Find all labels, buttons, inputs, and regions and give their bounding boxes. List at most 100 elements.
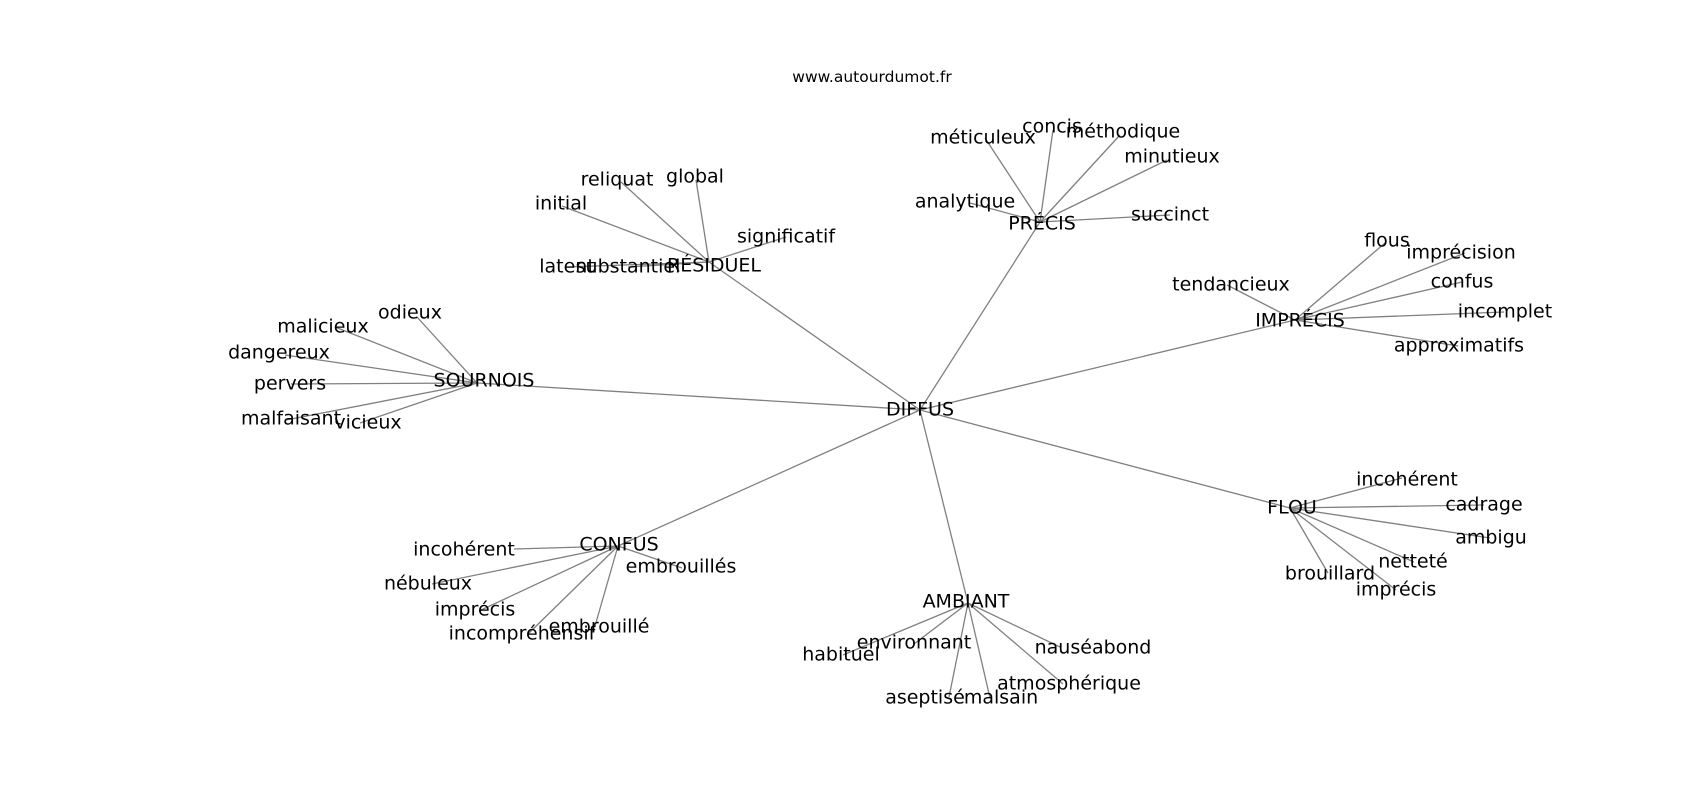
related-word-node[interactable]: reliquat (581, 169, 654, 191)
edge-center-to-2 (919, 319, 1296, 411)
edge-cluster-1-leaf-5 (627, 261, 710, 268)
edge-center-to-1 (708, 261, 921, 411)
edge-cluster-5-leaf-2 (431, 545, 619, 585)
edge-cluster-4-leaf-5 (1289, 507, 1397, 591)
edge-cluster-4-leaf-4 (1289, 507, 1329, 574)
edge-cluster-4-leaf-3 (1289, 507, 1415, 563)
edge-cluster-2-leaf-5 (1294, 319, 1459, 347)
edge-cluster-6-leaf-2 (967, 602, 1061, 648)
related-word-node[interactable]: confus (1431, 271, 1494, 293)
related-word-node[interactable]: significatif (737, 226, 836, 248)
edge-cluster-5-leaf-0 (513, 545, 619, 550)
edge-cluster-2-leaf-4 (1226, 284, 1296, 321)
related-word-node[interactable]: habituel (802, 644, 879, 666)
edge-cluster-0-leaf-4 (969, 202, 1041, 223)
related-word-node[interactable]: global (666, 166, 724, 188)
edge-cluster-2-leaf-2 (1294, 281, 1463, 321)
edge-center-to-4 (919, 409, 1291, 509)
related-word-node[interactable]: incohérent (413, 539, 515, 561)
related-word-node[interactable]: méticuleux (930, 127, 1036, 149)
edge-cluster-1-leaf-3 (708, 236, 787, 263)
edge-cluster-6-leaf-3 (967, 602, 1064, 685)
edge-cluster-0-leaf-5 (1039, 214, 1171, 223)
edge-center-to-3 (476, 382, 921, 411)
edge-cluster-3-leaf-0 (416, 316, 478, 384)
cluster-word-node[interactable]: AMBIANT (923, 591, 1010, 613)
related-word-node[interactable]: dangereux (228, 342, 330, 364)
related-word-node[interactable]: pervers (254, 373, 326, 395)
edge-cluster-4-leaf-2 (1289, 507, 1491, 539)
related-word-node[interactable]: atmosphérique (997, 673, 1141, 695)
related-word-node[interactable]: concis (1022, 116, 1082, 138)
related-word-node[interactable]: analytique (915, 191, 1015, 213)
related-word-node[interactable]: environnant (857, 632, 972, 654)
edge-cluster-6-leaf-0 (913, 602, 969, 645)
related-word-node[interactable]: embrouillé (549, 616, 650, 638)
edges-layer (284, 129, 1505, 699)
edge-cluster-5-leaf-5 (527, 545, 619, 635)
edge-cluster-2-leaf-1 (1294, 252, 1466, 321)
edge-cluster-0-leaf-1 (1039, 129, 1054, 223)
related-word-node[interactable]: minutieux (1124, 146, 1220, 168)
edge-cluster-2-leaf-0 (1294, 242, 1386, 321)
related-word-node[interactable]: aseptisé (885, 687, 965, 709)
edge-cluster-6-leaf-4 (948, 602, 969, 698)
edge-cluster-1-leaf-0 (620, 181, 710, 263)
cluster-word-node[interactable]: SOURNOIS (434, 370, 535, 392)
edge-cluster-4-leaf-1 (1289, 504, 1485, 509)
related-word-node[interactable]: incompréhensif (449, 623, 597, 645)
related-word-node[interactable]: latent (539, 256, 595, 278)
related-word-node[interactable]: nauséabond (1035, 637, 1152, 659)
cluster-word-node[interactable]: PRÉCIS (1008, 212, 1076, 235)
edge-cluster-5-leaf-3 (478, 545, 619, 612)
edge-cluster-3-leaf-5 (359, 382, 478, 424)
center-word-node[interactable]: DIFFUS (886, 399, 954, 421)
related-word-node[interactable]: malicieux (277, 316, 368, 338)
related-word-node[interactable]: substantiel (576, 256, 681, 278)
edge-cluster-6-leaf-1 (842, 602, 969, 656)
related-word-node[interactable]: méthodique (1066, 121, 1180, 143)
related-word-node[interactable]: flous (1364, 230, 1410, 252)
related-word-node[interactable]: tendancieux (1172, 274, 1290, 296)
edge-center-to-5 (617, 409, 921, 547)
related-word-node[interactable]: incohérent (1356, 469, 1458, 491)
cluster-word-node[interactable]: FLOU (1267, 497, 1317, 519)
related-word-node[interactable]: brouillard (1285, 563, 1375, 585)
related-word-node[interactable]: approximatifs (1394, 335, 1524, 357)
related-word-node[interactable]: cadrage (1445, 494, 1522, 516)
related-word-node[interactable]: malsain (964, 687, 1038, 709)
cluster-word-node[interactable]: IMPRÉCIS (1255, 309, 1345, 332)
related-word-node[interactable]: netteté (1378, 551, 1447, 573)
edge-cluster-6-leaf-5 (967, 602, 991, 699)
related-word-node[interactable]: ambigu (1455, 527, 1527, 549)
edge-cluster-3-leaf-1 (334, 326, 478, 384)
related-word-node[interactable]: succinct (1131, 204, 1209, 226)
related-word-node[interactable]: embrouillés (626, 556, 737, 578)
related-word-node[interactable]: nébuleux (384, 573, 472, 595)
edge-center-to-0 (919, 221, 1041, 411)
related-word-node[interactable]: imprécision (1406, 242, 1516, 264)
edge-cluster-3-leaf-4 (285, 382, 478, 421)
edge-cluster-4-leaf-0 (1289, 477, 1403, 509)
edge-cluster-5-leaf-4 (594, 545, 619, 627)
cluster-word-node[interactable]: CONFUS (579, 534, 658, 556)
edge-cluster-3-leaf-3 (290, 382, 478, 385)
edge-cluster-0-leaf-0 (984, 137, 1041, 223)
related-word-node[interactable]: initial (535, 193, 587, 215)
edge-cluster-5-leaf-1 (617, 545, 683, 569)
edge-center-to-6 (919, 409, 969, 604)
related-word-node[interactable]: odieux (378, 302, 442, 324)
related-word-node[interactable]: malfaisant (241, 408, 341, 430)
cluster-word-node[interactable]: RÉSIDUEL (667, 254, 761, 277)
related-word-node[interactable]: imprécis (435, 599, 516, 621)
edge-cluster-2-leaf-3 (1294, 311, 1505, 321)
related-word-node[interactable]: imprécis (1356, 579, 1437, 601)
edge-cluster-1-leaf-2 (561, 205, 710, 263)
edge-cluster-3-leaf-2 (284, 354, 478, 384)
edge-cluster-1-leaf-1 (695, 179, 710, 263)
related-word-node[interactable]: vicieux (334, 412, 401, 434)
related-word-node[interactable]: incomplet (1458, 301, 1552, 323)
edge-cluster-0-leaf-3 (1039, 159, 1168, 223)
